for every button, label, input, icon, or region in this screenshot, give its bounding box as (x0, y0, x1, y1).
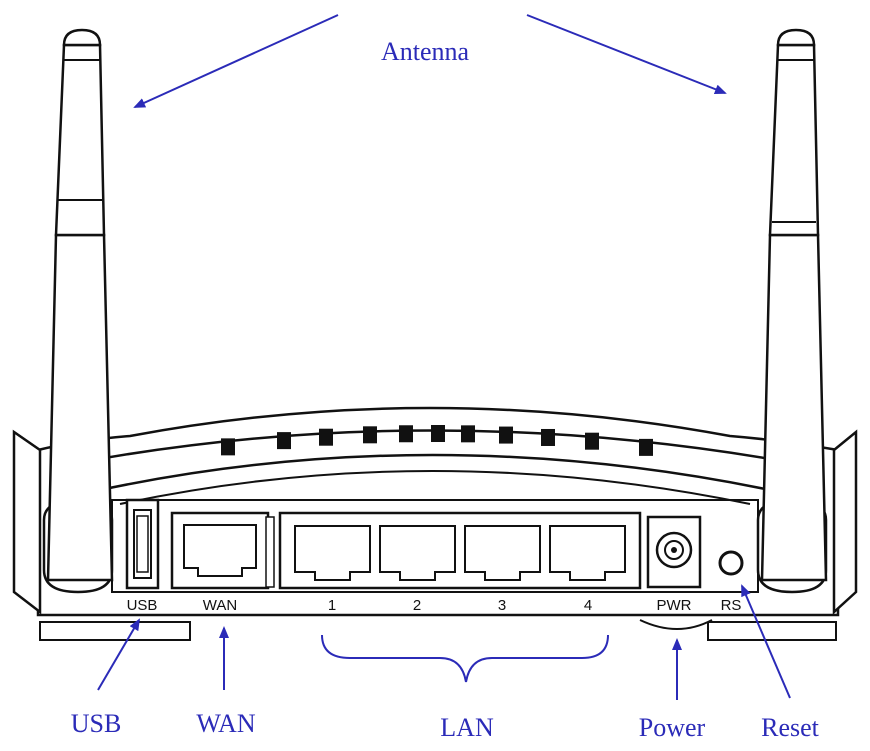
left-flange (14, 432, 40, 612)
right-antenna[interactable] (758, 30, 826, 592)
led-indicator (461, 425, 475, 442)
led-indicator (541, 429, 555, 446)
callout-lan: LAN (440, 713, 494, 742)
callout-usb: USB (71, 709, 122, 738)
antenna-arrow-right (527, 15, 725, 93)
led-indicator (319, 429, 333, 446)
wan-port[interactable] (172, 513, 274, 588)
power-jack[interactable] (648, 517, 700, 587)
port-label-rs: RS (721, 597, 742, 614)
port-label-lan2: 2 (413, 597, 421, 614)
callout-reset: Reset (761, 713, 820, 742)
led-indicator (585, 433, 599, 450)
callout-antenna: Antenna (381, 37, 470, 66)
port-label-wan: WAN (203, 597, 237, 614)
callout-wan: WAN (196, 709, 255, 738)
left-foot (40, 622, 190, 640)
usb-port[interactable] (127, 500, 158, 588)
reset-button[interactable] (720, 552, 742, 574)
port-label-lan3: 3 (498, 597, 506, 614)
led-indicator (639, 439, 653, 456)
antenna-arrow-left (135, 15, 338, 107)
left-antenna[interactable] (44, 30, 112, 592)
lan-port-1[interactable] (295, 526, 370, 580)
led-indicator (399, 425, 413, 442)
lan-brace (322, 635, 608, 682)
callout-power: Power (639, 713, 706, 742)
port-label-pwr: PWR (657, 597, 692, 614)
center-foot (640, 620, 712, 629)
led-indicator (499, 427, 513, 444)
port-label-lan4: 4 (584, 597, 592, 614)
port-label-usb: USB (127, 597, 158, 614)
led-indicator (431, 425, 445, 442)
led-indicator (221, 438, 235, 455)
lan-port-group (280, 513, 640, 588)
lan-port-3[interactable] (465, 526, 540, 580)
right-flange (834, 432, 856, 612)
led-indicator (277, 432, 291, 449)
lan-port-2[interactable] (380, 526, 455, 580)
led-indicator (363, 426, 377, 443)
right-foot (708, 622, 836, 640)
lan-port-4[interactable] (550, 526, 625, 580)
port-label-lan1: 1 (328, 597, 336, 614)
